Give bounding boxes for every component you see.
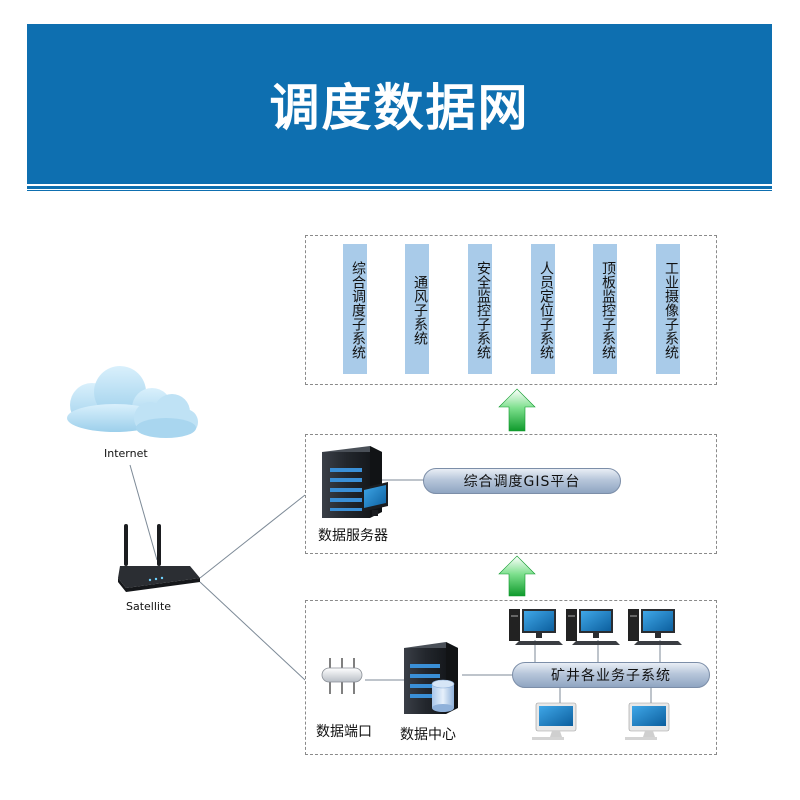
gis-platform-bus: 综合调度GIS平台 (423, 468, 621, 494)
up-arrow-icon (498, 388, 536, 432)
connection-lines (129, 464, 512, 681)
subsystem-personnel-positioning: 人员定位子系统 (531, 244, 555, 374)
data-port-icon (321, 658, 363, 694)
satellite-label: Satellite (126, 600, 172, 613)
workstation-icon (628, 609, 682, 645)
banner-underline-thin (27, 190, 772, 191)
data-center-label: 数据中心 (400, 727, 456, 743)
platform-box (305, 434, 717, 554)
subsystem-roof-monitoring: 顶板监控子系统 (593, 244, 617, 374)
imac-icon (625, 702, 670, 740)
data-center-box (305, 600, 717, 755)
router-icon (118, 524, 200, 592)
data-server-label: 数据服务器 (318, 528, 388, 544)
internet-label: Internet (104, 447, 148, 460)
business-subsystems-bus: 矿井各业务子系统 (512, 662, 710, 688)
database-icon (431, 679, 455, 712)
subsystem-ventilation: 通风子系统 (405, 244, 429, 374)
subsystem-dispatch: 综合调度子系统 (343, 244, 367, 374)
page-title: 调度数据网 (269, 79, 530, 137)
up-arrow-icon (498, 555, 536, 597)
imac-icon (532, 702, 577, 740)
title-banner: 调度数据网 (27, 24, 772, 184)
monitor-icon (362, 482, 388, 516)
subsystem-safety-monitoring: 安全监控子系统 (468, 244, 492, 374)
workstation-icon (509, 609, 563, 645)
data-port-label: 数据端口 (316, 724, 372, 740)
workstation-icon (566, 609, 620, 645)
cloud-icon (67, 366, 198, 438)
subsystem-industrial-camera: 工业摄像子系统 (656, 244, 680, 374)
banner-underline (27, 186, 772, 189)
subsystems-box (305, 235, 717, 385)
